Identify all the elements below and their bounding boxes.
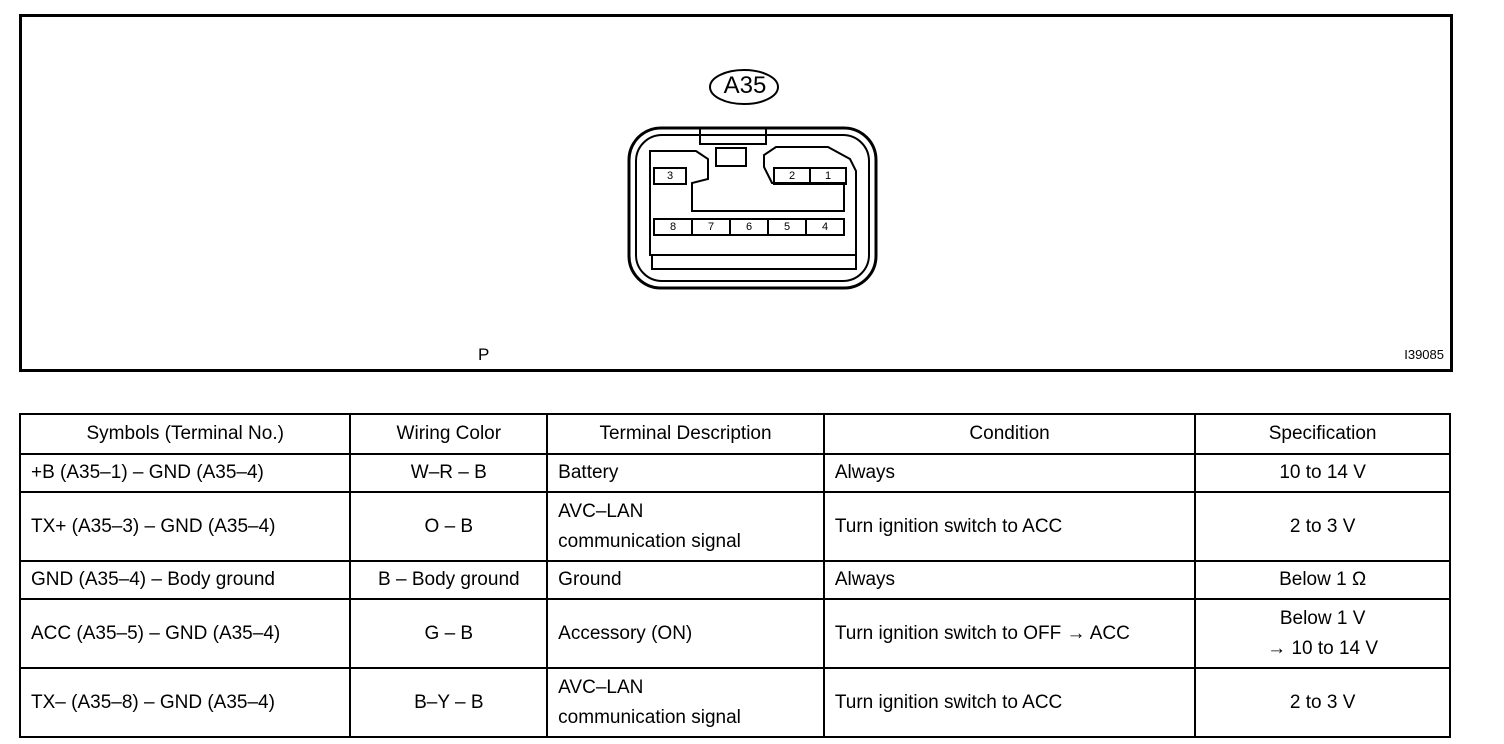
cell-description-line: Battery [558,462,619,483]
connector-drawing [627,69,878,290]
cell-condition: Turn ignition switch to ACC [822,667,1197,738]
lock-latch [715,147,747,167]
lock-tab [699,128,767,145]
pin-4-label: 4 [821,221,829,233]
cell-wiring-color: B – Body ground [349,560,549,600]
table-row: GND (A35–4) – Body ground B – Body groun… [18,560,1451,600]
pin-1-label: 1 [824,170,832,182]
cell-description-line: communication signal [558,530,741,552]
header-specification: Specification [1194,413,1451,455]
table-row: ACC (A35–5) – GND (A35–4) G – B Accessor… [18,598,1451,669]
cell-wiring-color: B–Y – B [349,667,549,738]
pin-row-bottom [653,218,845,236]
cell-description-line: communication signal [558,706,741,728]
connector-id-label: A35 [723,72,767,99]
terminal-spec-table: Symbols (Terminal No.) Wiring Color Term… [18,413,1451,738]
cell-specification: 2 to 3 V [1194,667,1451,738]
header-terminal-description: Terminal Description [546,413,825,455]
cell-description: Accessory (ON) [546,598,825,669]
cell-symbol: TX– (A35–8) – GND (A35–4) [18,667,352,738]
table-row: +B (A35–1) – GND (A35–4) W–R – B Battery… [18,453,1451,493]
cell-condition: Turn ignition switch to ACC [822,491,1197,562]
connector-diagram: A35 3 2 1 8 7 6 5 4 P I39085 [19,14,1453,372]
header-symbols: Symbols (Terminal No.) [18,413,352,455]
cell-description: AVC–LAN communication signal [546,491,825,562]
cell-symbol: +B (A35–1) – GND (A35–4) [18,453,352,493]
pin-8-label: 8 [669,221,677,233]
cell-description: Battery [546,453,825,493]
cell-specification: Below 1 Ω [1194,560,1451,600]
cell-spec-line: 2 to 3 V [1289,691,1356,713]
cell-specification: 2 to 3 V [1194,491,1451,562]
cell-condition: Always [822,560,1197,600]
cell-description: Ground [546,560,825,600]
cell-specification: Below 1 V → 10 to 14 V [1194,598,1451,669]
cell-spec-line: Below 1 V [1279,607,1366,629]
bottom-keyway [651,255,857,270]
cell-spec-line: 2 to 3 V [1289,515,1356,537]
cell-wiring-color: O – B [349,491,549,562]
cell-description-line: Ground [558,569,622,590]
cell-specification: 10 to 14 V [1194,453,1451,493]
cell-description-line: Accessory (ON) [558,622,693,644]
cell-wiring-color: G – B [349,598,549,669]
cell-spec-line: 10 to 14 V [1279,462,1366,483]
pin-5-label: 5 [783,221,791,233]
inner-cavity [649,146,857,256]
cell-description-line: AVC–LAN [558,676,644,698]
connector-housing-outer [627,126,878,290]
table-row: TX– (A35–8) – GND (A35–4) B–Y – B AVC–LA… [18,667,1451,738]
cell-symbol: GND (A35–4) – Body ground [18,560,352,600]
cell-description: AVC–LAN communication signal [546,667,825,738]
cell-symbol: TX+ (A35–3) – GND (A35–4) [18,491,352,562]
cell-spec-line: → 10 to 14 V [1267,637,1379,659]
cell-description-line: AVC–LAN [558,500,644,522]
cell-symbol: ACC (A35–5) – GND (A35–4) [18,598,352,669]
connector-id-ellipse [709,69,779,105]
table-header-row: Symbols (Terminal No.) Wiring Color Term… [18,413,1451,455]
pin-3-label: 3 [666,170,674,182]
pin-row-top-left [653,167,687,185]
cell-wiring-color: W–R – B [349,453,549,493]
pin-7-label: 7 [707,221,715,233]
header-wiring-color: Wiring Color [349,413,549,455]
cell-condition: Turn ignition switch to OFF → ACC [822,598,1197,669]
pin-2-label: 2 [788,170,796,182]
connector-housing-inner [635,134,870,282]
pin-6-label: 6 [745,221,753,233]
table-row: TX+ (A35–3) – GND (A35–4) O – B AVC–LAN … [18,491,1451,562]
view-mark: P [478,345,490,364]
figure-code: I39085 [1404,347,1444,362]
cell-spec-line: Below 1 Ω [1279,569,1367,590]
header-condition: Condition [822,413,1197,455]
cell-condition: Always [822,453,1197,493]
